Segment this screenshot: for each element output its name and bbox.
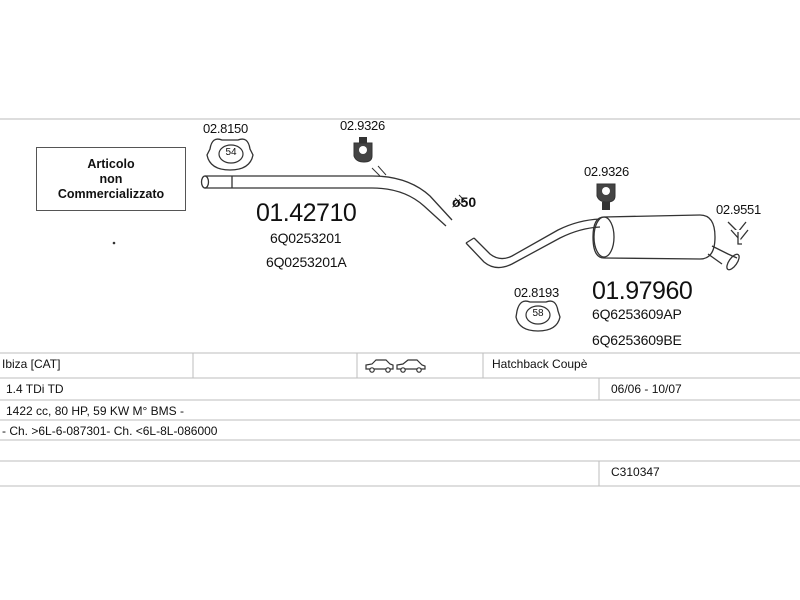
- front-pipe-code: 01.42710: [256, 199, 357, 227]
- front-pipe-drawing: [200, 165, 468, 227]
- catalogue-number: C310347: [611, 465, 660, 479]
- vehicle-engine: 1.4 TDi TD: [6, 382, 64, 396]
- front-pipe-oem-2: 6Q0253201A: [266, 254, 347, 270]
- tail-clip-code: 02.9551: [716, 202, 761, 217]
- clamp-a-code: 02.8150: [203, 121, 248, 136]
- notice-line-1: Articolo: [87, 156, 135, 171]
- not-sold-notice: Articolo non Commercializzato: [36, 147, 186, 211]
- clamp-b-badge: 58: [532, 308, 544, 319]
- vehicle-body-type: Hatchback Coupè: [492, 357, 588, 371]
- clamp-02-8150-drawing: [206, 138, 254, 171]
- exhaust-diagram: [0, 118, 800, 332]
- front-pipe-oem-1: 6Q0253201: [270, 230, 342, 246]
- clamp-b-code: 02.8193: [514, 285, 559, 300]
- clamp-02-8193-drawing: [515, 300, 561, 332]
- rear-silencer-code: 01.97960: [592, 277, 693, 305]
- vehicle-model: Ibiza [CAT]: [2, 357, 61, 371]
- vehicle-specs: 1422 cc, 80 HP, 59 KW M° BMS -: [6, 404, 184, 418]
- rear-silencer-oem-2: 6Q6253609BE: [592, 332, 682, 348]
- hanger-02-9326-b-drawing: [596, 183, 616, 210]
- vehicle-info-table-grid: [0, 352, 800, 487]
- vehicle-chassis: - Ch. >6L-6-087301- Ch. <6L-8L-086000: [2, 424, 218, 438]
- vehicle-dates: 06/06 - 10/07: [611, 382, 682, 396]
- rear-silencer-oem-1: 6Q6253609AP: [592, 306, 682, 322]
- notice-line-3: Commercializzato: [57, 186, 165, 201]
- coupe-car-icon: [396, 359, 426, 373]
- notice-line-2: non: [99, 171, 123, 186]
- pipe-diameter: ø50: [452, 194, 477, 210]
- rear-pipe-drawing: [465, 214, 740, 271]
- hanger-a-code: 02.9326: [340, 118, 385, 133]
- clamp-a-badge: 54: [225, 147, 237, 158]
- clip-02-9551-drawing: [727, 221, 749, 245]
- hanger-02-9326-a-drawing: [353, 137, 373, 163]
- hanger-b-code: 02.9326: [584, 164, 629, 179]
- vehicle-body-icons: [365, 359, 426, 373]
- hatchback-car-icon: [365, 359, 394, 373]
